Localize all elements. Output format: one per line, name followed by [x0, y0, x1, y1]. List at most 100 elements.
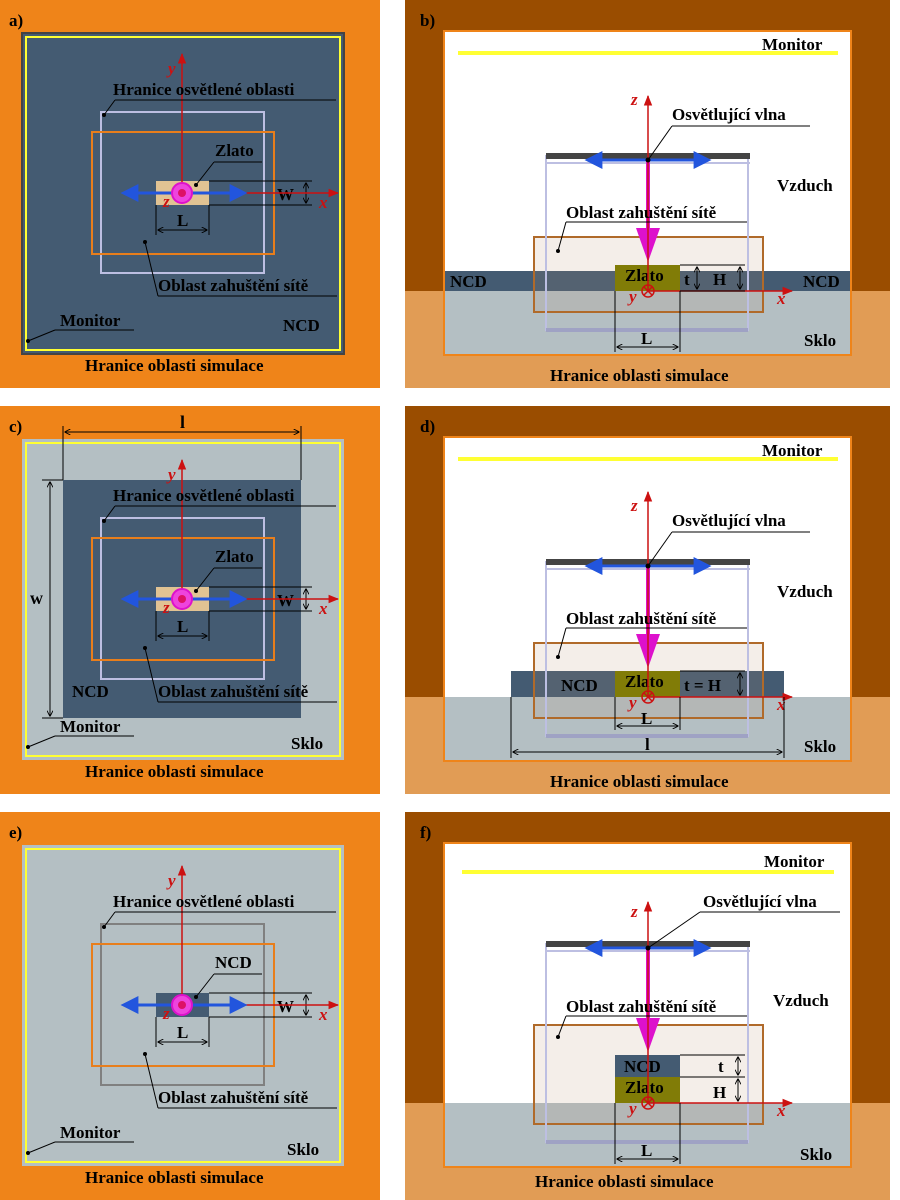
glass-label: Sklo — [800, 1145, 832, 1164]
monitor-frame — [25, 442, 341, 757]
dim-W-label: W — [277, 997, 294, 1016]
y-axis-into-page-icon — [641, 284, 655, 298]
wave-leader — [647, 125, 673, 161]
dim-H-label: H — [713, 270, 726, 289]
ncd-dot — [194, 995, 198, 999]
panel-label: d) — [420, 417, 435, 436]
mesh-leader — [557, 1015, 567, 1038]
dim-L-label: L — [641, 1141, 652, 1160]
gold-dot — [194, 589, 198, 593]
mesh-dot — [143, 240, 147, 244]
gold-leader — [195, 161, 215, 186]
simulation-boundary — [443, 30, 852, 356]
wave-source-core — [178, 595, 186, 603]
gold-label: Zlato — [625, 1078, 664, 1097]
glass-label: Sklo — [287, 1140, 319, 1159]
glass-label: Sklo — [804, 737, 836, 756]
illuminated-leader — [103, 911, 116, 928]
mesh-label: Oblast zahuštění sítě — [158, 682, 309, 701]
gold-dot — [194, 183, 198, 187]
wave-dot — [645, 945, 651, 951]
dim-L-label: L — [641, 329, 652, 348]
simulation-boundary — [443, 842, 852, 1168]
bottom-monitor-bar — [546, 734, 748, 738]
glass-label: Sklo — [291, 734, 323, 753]
wave-source-core — [178, 189, 186, 197]
dim-t-label: t — [718, 1057, 724, 1076]
glass-label: Sklo — [804, 331, 836, 350]
dim-t-eq-H-label: t = H — [684, 676, 721, 695]
x-axis-label: x — [318, 599, 328, 618]
z-axis-label: z — [162, 1004, 170, 1023]
mesh-label: Oblast zahuštění sítě — [566, 997, 717, 1016]
dim-L-label: L — [641, 709, 652, 728]
monitor-leader — [27, 1141, 56, 1154]
panel-b: Monitor Zlato z x y t H L Osvětlující vl… — [405, 0, 890, 388]
mesh-label: Oblast zahuštění sítě — [566, 609, 717, 628]
x-axis-label: x — [776, 1101, 786, 1120]
simulation-boundary-label: Hranice oblasti simulace — [85, 762, 264, 781]
dim-l-label: l — [645, 735, 650, 754]
y-axis-label: y — [166, 871, 176, 890]
gold-label: Zlato — [215, 141, 254, 160]
x-axis-label: x — [776, 289, 786, 308]
simulation-boundary-label: Hranice oblasti simulace — [85, 1168, 264, 1187]
dim-H-label: H — [713, 1083, 726, 1102]
ncd-leader — [195, 973, 215, 998]
y-axis-into-page-icon — [641, 690, 655, 704]
dim-L-label: L — [177, 211, 188, 230]
mesh-leader — [144, 1053, 159, 1109]
bottom-monitor-bar — [546, 328, 748, 332]
dim-w-label: w — [30, 588, 43, 608]
x-axis-label: x — [318, 1005, 328, 1024]
illuminated-dot — [102, 519, 106, 523]
z-axis-label: z — [162, 192, 170, 211]
monitor-label: Monitor — [764, 852, 825, 871]
mesh-label: Oblast zahuštění sítě — [158, 276, 309, 295]
monitor-dot — [26, 1151, 30, 1155]
gold-leader — [195, 567, 215, 592]
mesh-dot — [143, 1052, 147, 1056]
monitor-label: Monitor — [60, 311, 121, 330]
monitor-leader — [27, 329, 56, 342]
wave-label: Osvětlující vlna — [672, 105, 786, 124]
y-axis-label: y — [166, 465, 176, 484]
y-axis-label: y — [627, 1099, 637, 1118]
dim-W-label: W — [277, 185, 294, 204]
illuminated-dot — [102, 113, 106, 117]
illuminated-label: Hranice osvětlené oblasti — [113, 486, 295, 505]
gold-label: Zlato — [215, 547, 254, 566]
mesh-label: Oblast zahuštění sítě — [158, 1088, 309, 1107]
panel-label: a) — [9, 11, 23, 30]
x-axis-label: x — [776, 695, 786, 714]
simulation-boundary-label: Hranice oblasti simulace — [85, 356, 264, 375]
mesh-leader — [557, 627, 567, 658]
panel-a: L W x y z Hranice osvětlené oblasti Zlat… — [0, 0, 380, 388]
z-axis-label: z — [630, 90, 638, 109]
mesh-dot — [143, 646, 147, 650]
panel-d: Monitor Zlato NCD t = H z x y L l Osvětl… — [405, 406, 890, 794]
illuminated-dot — [102, 925, 106, 929]
wave-label: Osvětlující vlna — [703, 892, 817, 911]
y-axis-label: y — [627, 693, 637, 712]
wave-dot — [645, 157, 651, 163]
panel-label: e) — [9, 823, 22, 842]
z-axis-label: z — [162, 598, 170, 617]
air-label: Vzduch — [773, 991, 829, 1010]
wave-leader — [647, 911, 701, 949]
illuminated-label: Hranice osvětlené oblasti — [113, 892, 295, 911]
mesh-leader — [144, 647, 159, 703]
simulation-boundary-label: Hranice oblasti simulace — [550, 772, 729, 791]
dim-L-label: L — [177, 1023, 188, 1042]
simulation-boundary-label: Hranice oblasti simulace — [550, 366, 729, 385]
panel-f: Monitor NCD Zlato z x y t H L Osvětlujíc… — [405, 812, 890, 1200]
monitor-leader — [27, 735, 56, 748]
y-axis-into-page-icon — [641, 1096, 655, 1110]
panel-label: c) — [9, 417, 22, 436]
illuminated-leader — [103, 505, 116, 522]
wave-label: Osvětlující vlna — [672, 511, 786, 530]
y-axis-cross — [643, 1098, 653, 1108]
ncd-label: NCD — [624, 1057, 661, 1076]
z-axis-label: z — [630, 496, 638, 515]
